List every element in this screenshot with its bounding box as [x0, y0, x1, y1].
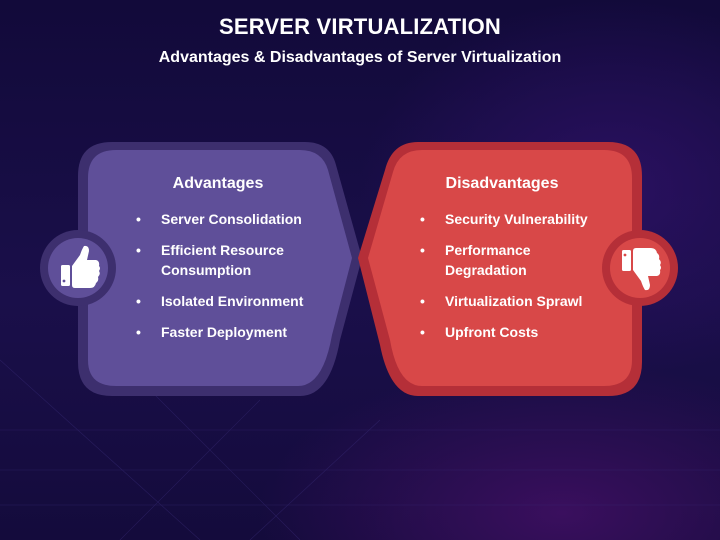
disadvantage-item: Security Vulnerability	[417, 209, 632, 229]
disadvantages-heading: Disadvantages	[445, 175, 559, 192]
disadvantage-item: Virtualization Sprawl	[417, 291, 632, 311]
advantages-heading: Advantages	[172, 175, 264, 192]
disadvantage-item: Performance Degradation	[417, 240, 555, 280]
disadvantage-item: Upfront Costs	[417, 322, 632, 342]
advantages-list: Server Consolidation Efficient Resource …	[133, 209, 348, 342]
disadvantages-content: Disadvantages Security Vulnerability Per…	[417, 175, 632, 353]
advantage-item: Server Consolidation	[133, 209, 348, 229]
advantages-content: Advantages Server Consolidation Efficien…	[133, 175, 348, 353]
page-title: SERVER VIRTUALIZATION	[218, 14, 502, 39]
page-subtitle: Advantages & Disadvantages of Server Vir…	[158, 49, 562, 66]
disadvantages-list: Security Vulnerability Performance Degra…	[417, 209, 632, 342]
advantage-item: Faster Deployment	[133, 322, 348, 342]
advantage-item: Isolated Environment	[133, 291, 348, 311]
advantage-item: Efficient Resource Consumption	[133, 240, 291, 280]
background-grid	[0, 359, 720, 540]
